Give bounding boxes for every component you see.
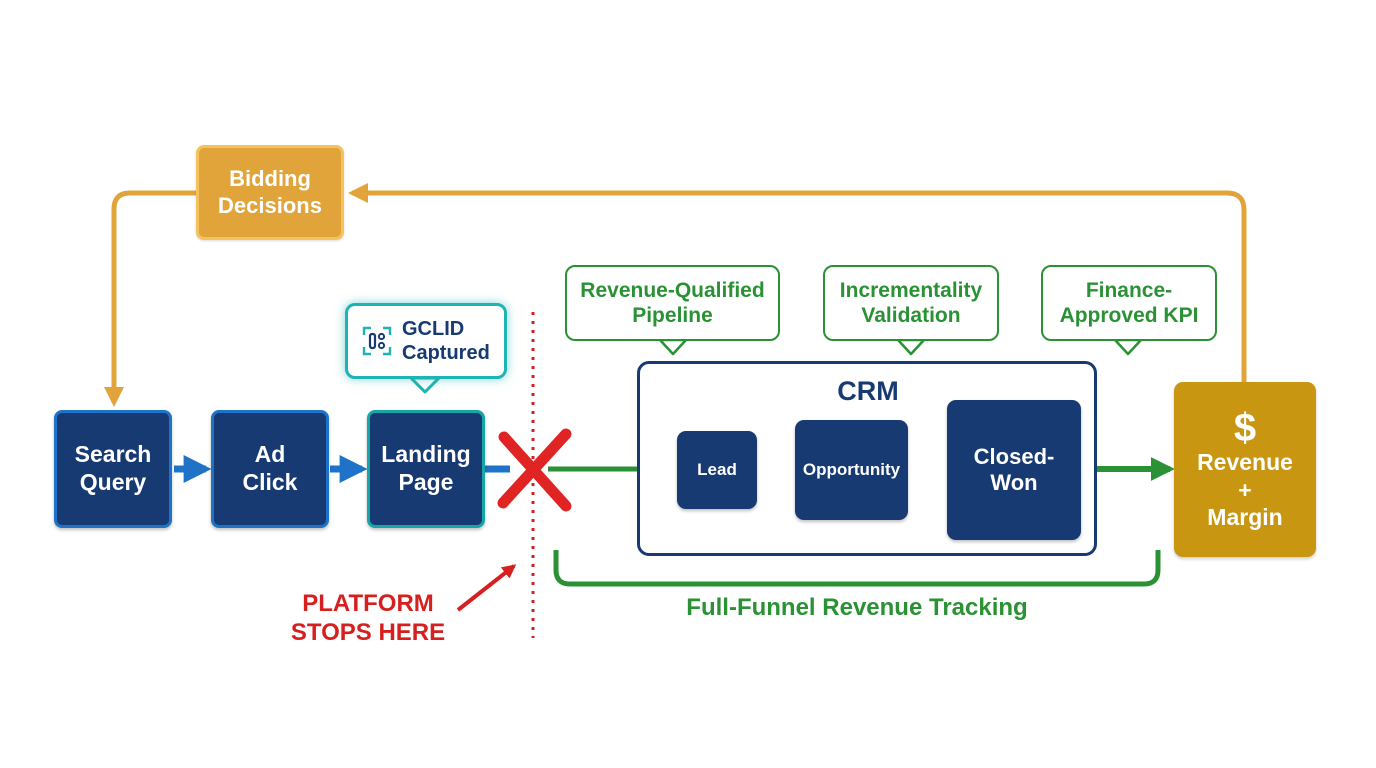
- bidding-decisions-box: Bidding Decisions: [196, 145, 344, 240]
- finance-approved-kpi-callout: Finance- Approved KPI: [1041, 265, 1217, 341]
- ad-click-box: Ad Click: [211, 410, 329, 528]
- closed-won-label: Closed- Won: [973, 443, 1055, 495]
- ad-click-label: Ad Click: [242, 441, 298, 495]
- crm-title: CRM: [837, 376, 899, 406]
- feedback-line-revenue-to-bidding: [348, 183, 1247, 382]
- dollar-icon: $: [1233, 406, 1257, 451]
- closed-won-box: Closed- Won: [947, 400, 1081, 540]
- revenue-qualified-pipeline-label: Revenue-Qualified Pipeline: [580, 278, 765, 327]
- red-x-icon: [497, 428, 572, 512]
- landing-page-label: Landing Page: [381, 441, 471, 495]
- gclid-captured-callout: GCLID Captured: [345, 303, 507, 379]
- incrementality-pointer: [896, 337, 926, 356]
- platform-stops-annotation: PLATFORM STOPS HERE: [290, 590, 446, 646]
- search-query-box: Search Query: [54, 410, 172, 528]
- bidding-decisions-label: Bidding Decisions: [218, 166, 322, 218]
- finance-approved-kpi-label: Finance- Approved KPI: [1059, 278, 1199, 327]
- scan-code-icon: [362, 326, 392, 356]
- opportunity-label: Opportunity: [802, 459, 901, 479]
- lead-label: Lead: [697, 459, 737, 479]
- incrementality-validation-callout: Incrementality Validation: [823, 265, 999, 341]
- revenue-margin-box: $ Revenue + Margin: [1174, 382, 1316, 557]
- tracking-bracket: [553, 550, 1161, 587]
- search-query-label: Search Query: [74, 441, 152, 495]
- lead-box: Lead: [677, 431, 757, 509]
- revenue-qualified-pipeline-callout: Revenue-Qualified Pipeline: [565, 265, 780, 341]
- arrow-platform-pointer: [456, 564, 517, 612]
- pipeline-pointer: [658, 337, 688, 356]
- landing-page-box: Landing Page: [367, 410, 485, 528]
- full-funnel-tracking-label: Full-Funnel Revenue Tracking: [686, 594, 1028, 621]
- opportunity-box: Opportunity: [795, 420, 908, 520]
- feedback-line-bidding-to-search: [104, 190, 196, 407]
- revenue-margin-label: Revenue + Margin: [1197, 449, 1293, 531]
- gclid-captured-label: GCLID Captured: [402, 318, 490, 364]
- incrementality-validation-label: Incrementality Validation: [839, 278, 983, 327]
- kpi-pointer: [1113, 337, 1143, 356]
